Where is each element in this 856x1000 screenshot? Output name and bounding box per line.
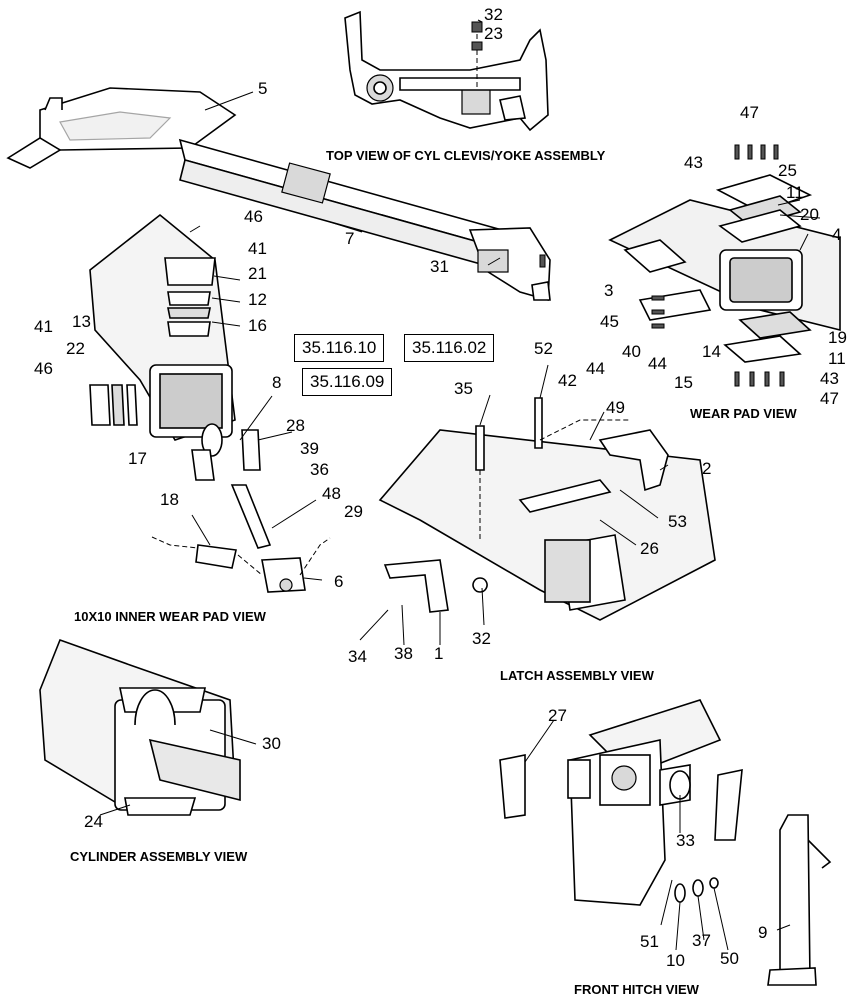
callout-46-left: 46 [34,359,53,378]
clevis-yoke-top-view [344,10,549,132]
callout-13: 13 [72,312,91,331]
callout-38: 38 [394,644,413,663]
callout-35: 35 [454,379,473,398]
callout-31: 31 [430,257,449,276]
inner-wear-pad-assembly [89,213,331,593]
callout-7: 7 [345,229,355,248]
reference-box-35-116-02[interactable]: 35.116.02 [404,334,495,362]
view-label-front-hitch: FRONT HITCH VIEW [574,982,699,997]
tongue-frame [6,87,551,302]
reference-box-35-116-09[interactable]: 35.116.09 [302,368,393,396]
callout-24: 24 [84,812,103,831]
callout-36: 36 [310,460,329,479]
callout-40: 40 [622,342,641,361]
callout-32: 32 [484,5,503,24]
callout-49: 49 [606,398,625,417]
callout-33: 33 [676,831,695,850]
callout-34: 34 [348,647,367,666]
callout-14: 14 [702,342,721,361]
callout-21: 21 [248,264,267,283]
callout-29: 29 [344,502,363,521]
callout-41-top: 41 [248,239,267,258]
callout-37: 37 [692,931,711,950]
callout-32-latch: 32 [472,629,491,648]
callout-22: 22 [66,339,85,358]
callout-43-bottom: 43 [820,369,839,388]
front-hitch-assembly [499,699,832,986]
callout-25: 25 [778,161,797,180]
callout-17: 17 [128,449,147,468]
callout-52: 52 [534,339,553,358]
callout-30: 30 [262,734,281,753]
callout-45: 45 [600,312,619,331]
callout-6: 6 [334,572,344,591]
callout-48: 48 [322,484,341,503]
callout-23: 23 [484,24,503,43]
callout-3: 3 [604,281,614,300]
callout-50: 50 [720,949,739,968]
callout-46-top: 46 [244,207,263,226]
callout-18: 18 [160,490,179,509]
wear-pad-assembly [608,144,841,387]
callout-53: 53 [668,512,687,531]
callout-5: 5 [258,79,268,98]
cylinder-assembly [39,638,241,816]
callout-26: 26 [640,539,659,558]
callout-4: 4 [832,225,842,244]
callout-1: 1 [434,644,444,663]
callout-51: 51 [640,932,659,951]
callout-19: 19 [828,328,847,347]
callout-27: 27 [548,706,567,725]
callout-9: 9 [758,923,768,942]
view-label-latch: LATCH ASSEMBLY VIEW [500,668,654,683]
callout-11-bottom: 11 [828,349,846,368]
callout-47-bottom: 47 [820,389,839,408]
leader-lines [99,19,821,951]
callout-10: 10 [666,951,685,970]
callout-28: 28 [286,416,305,435]
view-label-cylinder: CYLINDER ASSEMBLY VIEW [70,849,248,864]
callout-44-wear: 44 [648,354,667,373]
callout-16: 16 [248,316,267,335]
view-label-inner-wear-pad: 10X10 INNER WEAR PAD VIEW [74,609,266,624]
callout-12: 12 [248,290,267,309]
callout-39: 39 [300,439,319,458]
callout-43-top: 43 [684,153,703,172]
reference-box-35-116-10[interactable]: 35.116.10 [294,334,385,362]
callout-11-top: 11 [786,183,804,202]
latch-assembly [378,397,716,621]
callout-8: 8 [272,373,282,392]
callout-47-top: 47 [740,103,759,122]
callout-44-latch: 44 [586,359,605,378]
callout-15: 15 [674,373,693,392]
callout-42: 42 [558,371,577,390]
callout-41-left: 41 [34,317,53,336]
callout-20: 20 [800,205,819,224]
callout-2: 2 [702,459,712,478]
view-label-top: TOP VIEW OF CYL CLEVIS/YOKE ASSEMBLY [326,148,606,163]
view-label-wear-pad: WEAR PAD VIEW [690,406,797,421]
